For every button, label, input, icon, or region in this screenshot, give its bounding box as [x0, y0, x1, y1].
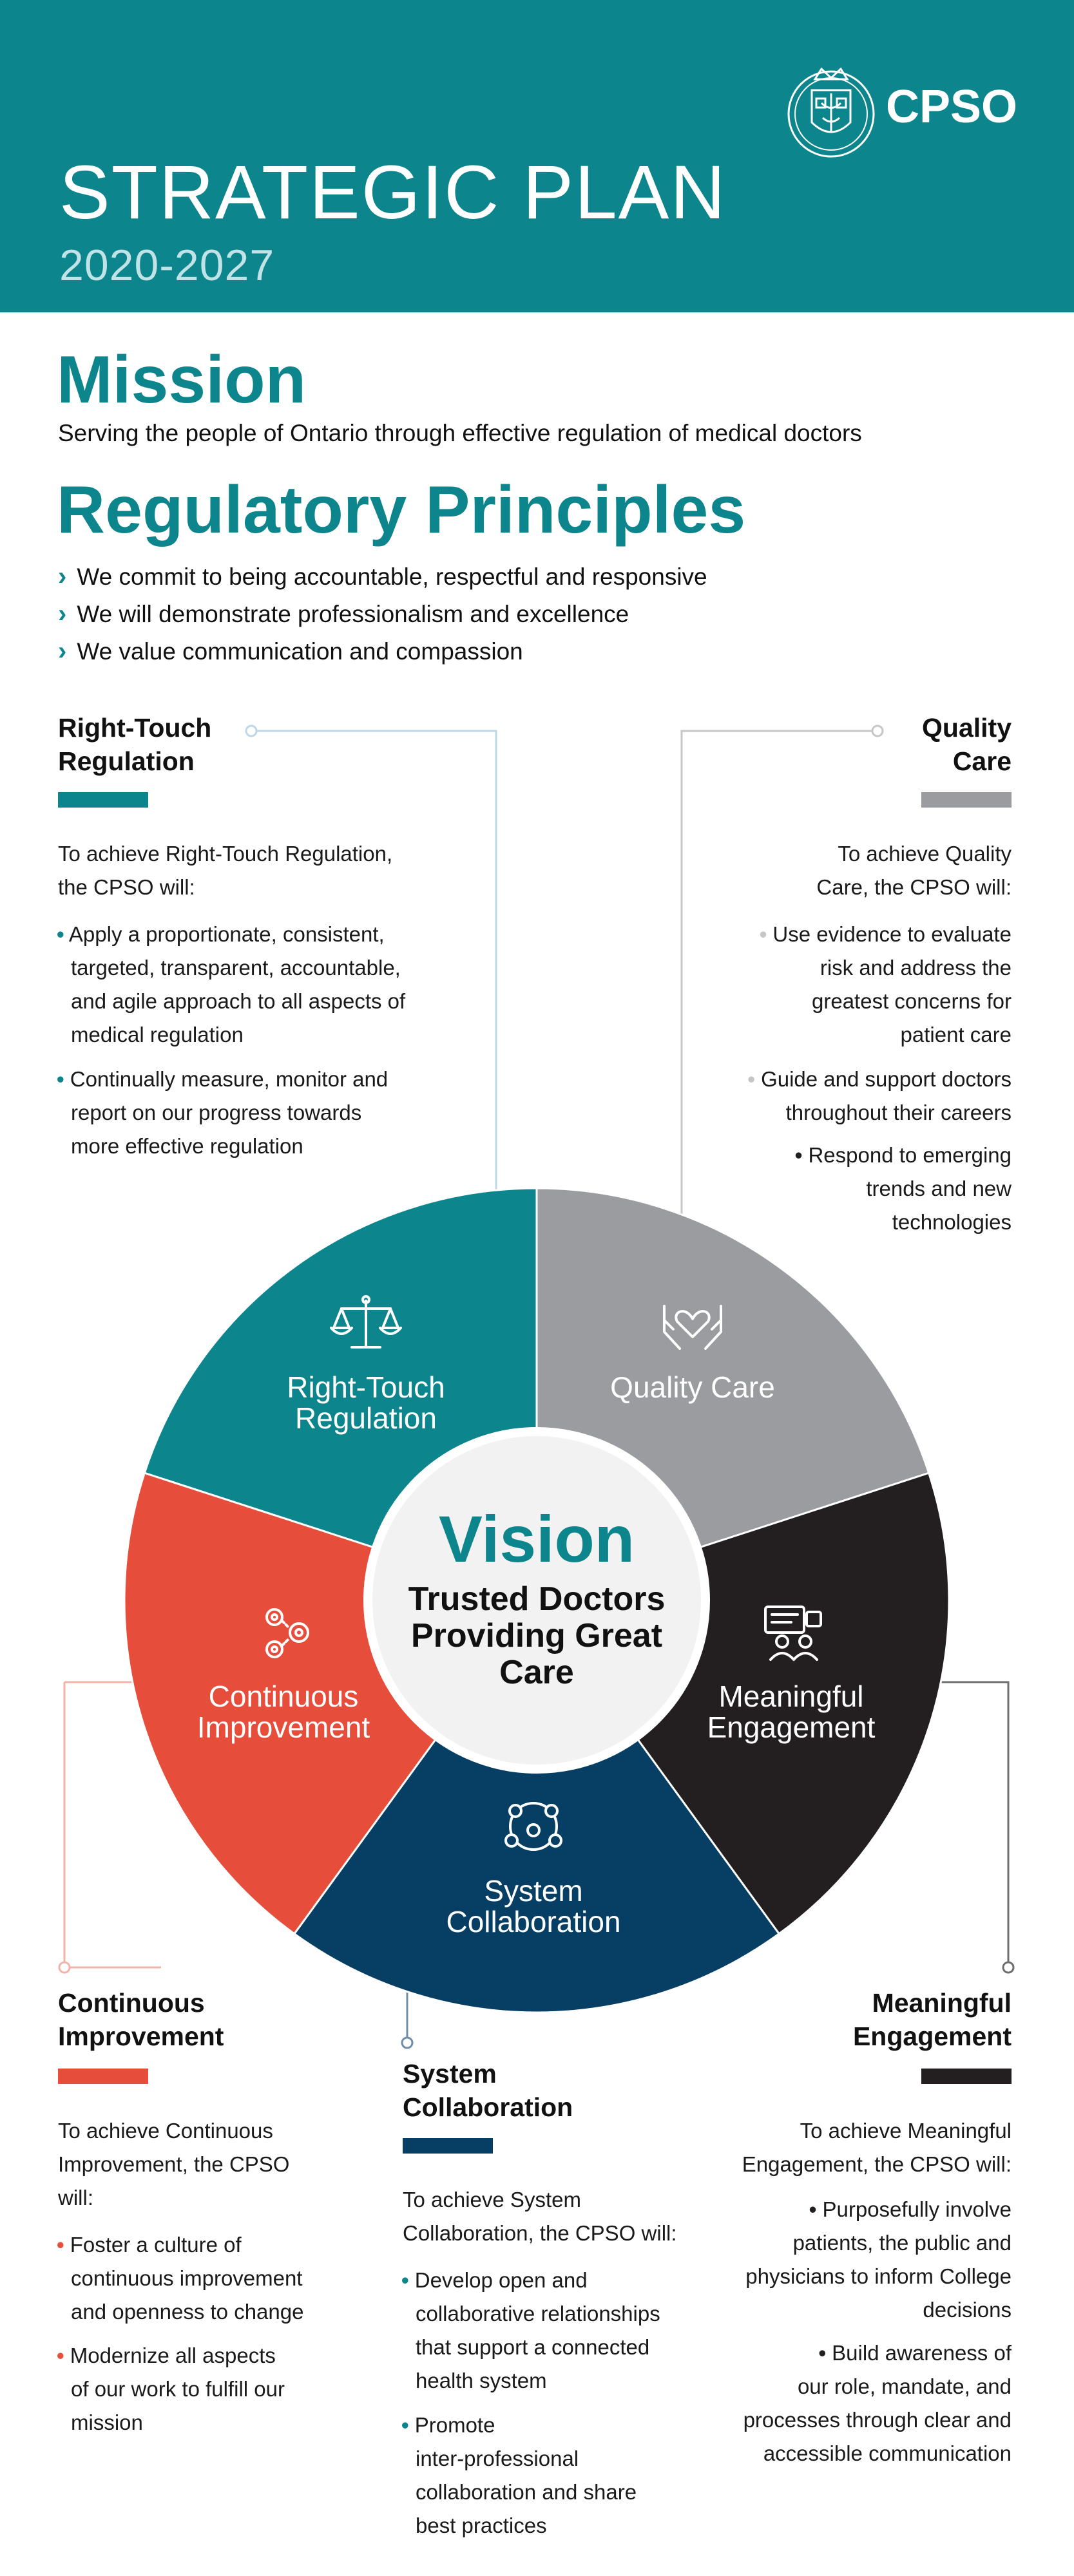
chevron-right-icon: › — [58, 600, 67, 628]
wheel-segment-system — [292, 1598, 781, 2014]
connector-right-touch — [251, 730, 497, 1217]
quadrant-title-meaningful: Meaningful Engagement — [852, 1988, 1012, 2051]
plan-years: 2020-2027 — [59, 241, 275, 290]
vision-title: Vision — [439, 1502, 635, 1576]
bullet-item: • Promote inter-professional collaborati… — [401, 2413, 637, 2538]
wheel-label-continuous: Continuous — [209, 1680, 359, 1713]
quadrant-color-bar — [403, 2138, 493, 2154]
cpso-crest-icon — [787, 67, 875, 158]
quadrant-title-system: System Collaboration — [403, 2059, 573, 2122]
connector-dot — [58, 1961, 71, 1974]
connector-dot — [871, 724, 884, 737]
quadrant-color-bar — [58, 792, 148, 808]
mission-text: Serving the people of Ontario through ef… — [58, 420, 862, 446]
wheel-label-right-touch: Right-Touch — [287, 1370, 445, 1404]
wheel-label-quality: Quality Care — [610, 1370, 775, 1404]
network-people-icon — [504, 1802, 562, 1851]
quadrant-intro-right-touch: To achieve Right-Touch Regulation, the C… — [58, 842, 393, 900]
wheel-label-continuous: Improvement — [197, 1710, 370, 1744]
principle-item: › We will demonstrate professionalism an… — [58, 600, 629, 628]
bullet-item: • Guide and support doctors throughout t… — [747, 1067, 1012, 1125]
principle-item: › We commit to being accountable, respec… — [58, 562, 707, 591]
wheel-label-meaningful: Engagement — [707, 1710, 876, 1744]
page-title: STRATEGIC PLAN — [59, 150, 727, 235]
connector-dot — [401, 2036, 414, 2049]
vision-line: Trusted Doctors — [408, 1580, 666, 1618]
quadrant-color-bar — [921, 792, 1012, 808]
quadrant-title-right-touch: Right-Touch Regulation — [58, 713, 212, 776]
wheel-label-system: Collaboration — [446, 1905, 620, 1938]
scales-icon — [330, 1295, 402, 1349]
bullet-item: • Foster a culture of continuous improve… — [57, 2233, 304, 2324]
quadrant-color-bar — [58, 2069, 148, 2084]
mission-heading: Mission — [57, 343, 307, 417]
vision-circle — [363, 1427, 710, 1774]
connector-dot — [245, 724, 258, 737]
quadrant-title-continuous: Continuous Improvement — [58, 1988, 224, 2051]
hands-heart-icon — [663, 1305, 722, 1350]
header-banner — [0, 0, 1074, 312]
bullet-item: • Apply a proportionate, consistent, tar… — [57, 922, 406, 1047]
wheel-label-meaningful: Meaningful — [718, 1680, 863, 1713]
chevron-right-icon: › — [58, 637, 67, 665]
vision-line: Care — [499, 1654, 574, 1691]
bullet-item: • Respond to emerging trends and new tec… — [794, 1143, 1012, 1235]
quadrant-intro-continuous: To achieve Continuous Improvement, the C… — [58, 2119, 290, 2210]
people-chat-icon — [764, 1605, 822, 1661]
bullet-item: • Continually measure, monitor and repor… — [57, 1067, 388, 1159]
chevron-right-icon: › — [58, 562, 67, 591]
quadrant-title-quality: Quality Care — [922, 713, 1012, 776]
bullet-item: • Modernize all aspects of our work to f… — [57, 2344, 285, 2435]
quadrant-intro-system: To achieve System Collaboration, the CPS… — [403, 2188, 677, 2246]
principles-heading: Regulatory Principles — [57, 473, 746, 547]
bullet-item: • Build awareness of our role, mandate, … — [743, 2341, 1012, 2466]
connector-dot — [1002, 1961, 1015, 1974]
principle-item: › We value communication and compassion — [58, 637, 523, 665]
quadrant-intro-quality: To achieve Quality Care, the CPSO will: — [816, 842, 1012, 900]
vision-line: Providing Great — [411, 1617, 662, 1654]
gears-icon — [265, 1608, 309, 1658]
bullet-item: • Purposefully involve patients, the pub… — [745, 2197, 1012, 2322]
bullet-item: • Use evidence to evaluate risk and addr… — [759, 922, 1012, 1047]
wheel-label-system: System — [484, 1874, 582, 1908]
quadrant-color-bar — [921, 2069, 1012, 2084]
quadrant-intro-meaningful: To achieve Meaningful Engagement, the CP… — [742, 2119, 1012, 2177]
wheel-label-right-touch: Regulation — [295, 1401, 437, 1435]
connector-quality — [680, 730, 877, 1240]
bullet-item: • Develop open and collaborative relatio… — [401, 2268, 660, 2393]
logo-text: CPSO — [886, 81, 1018, 133]
